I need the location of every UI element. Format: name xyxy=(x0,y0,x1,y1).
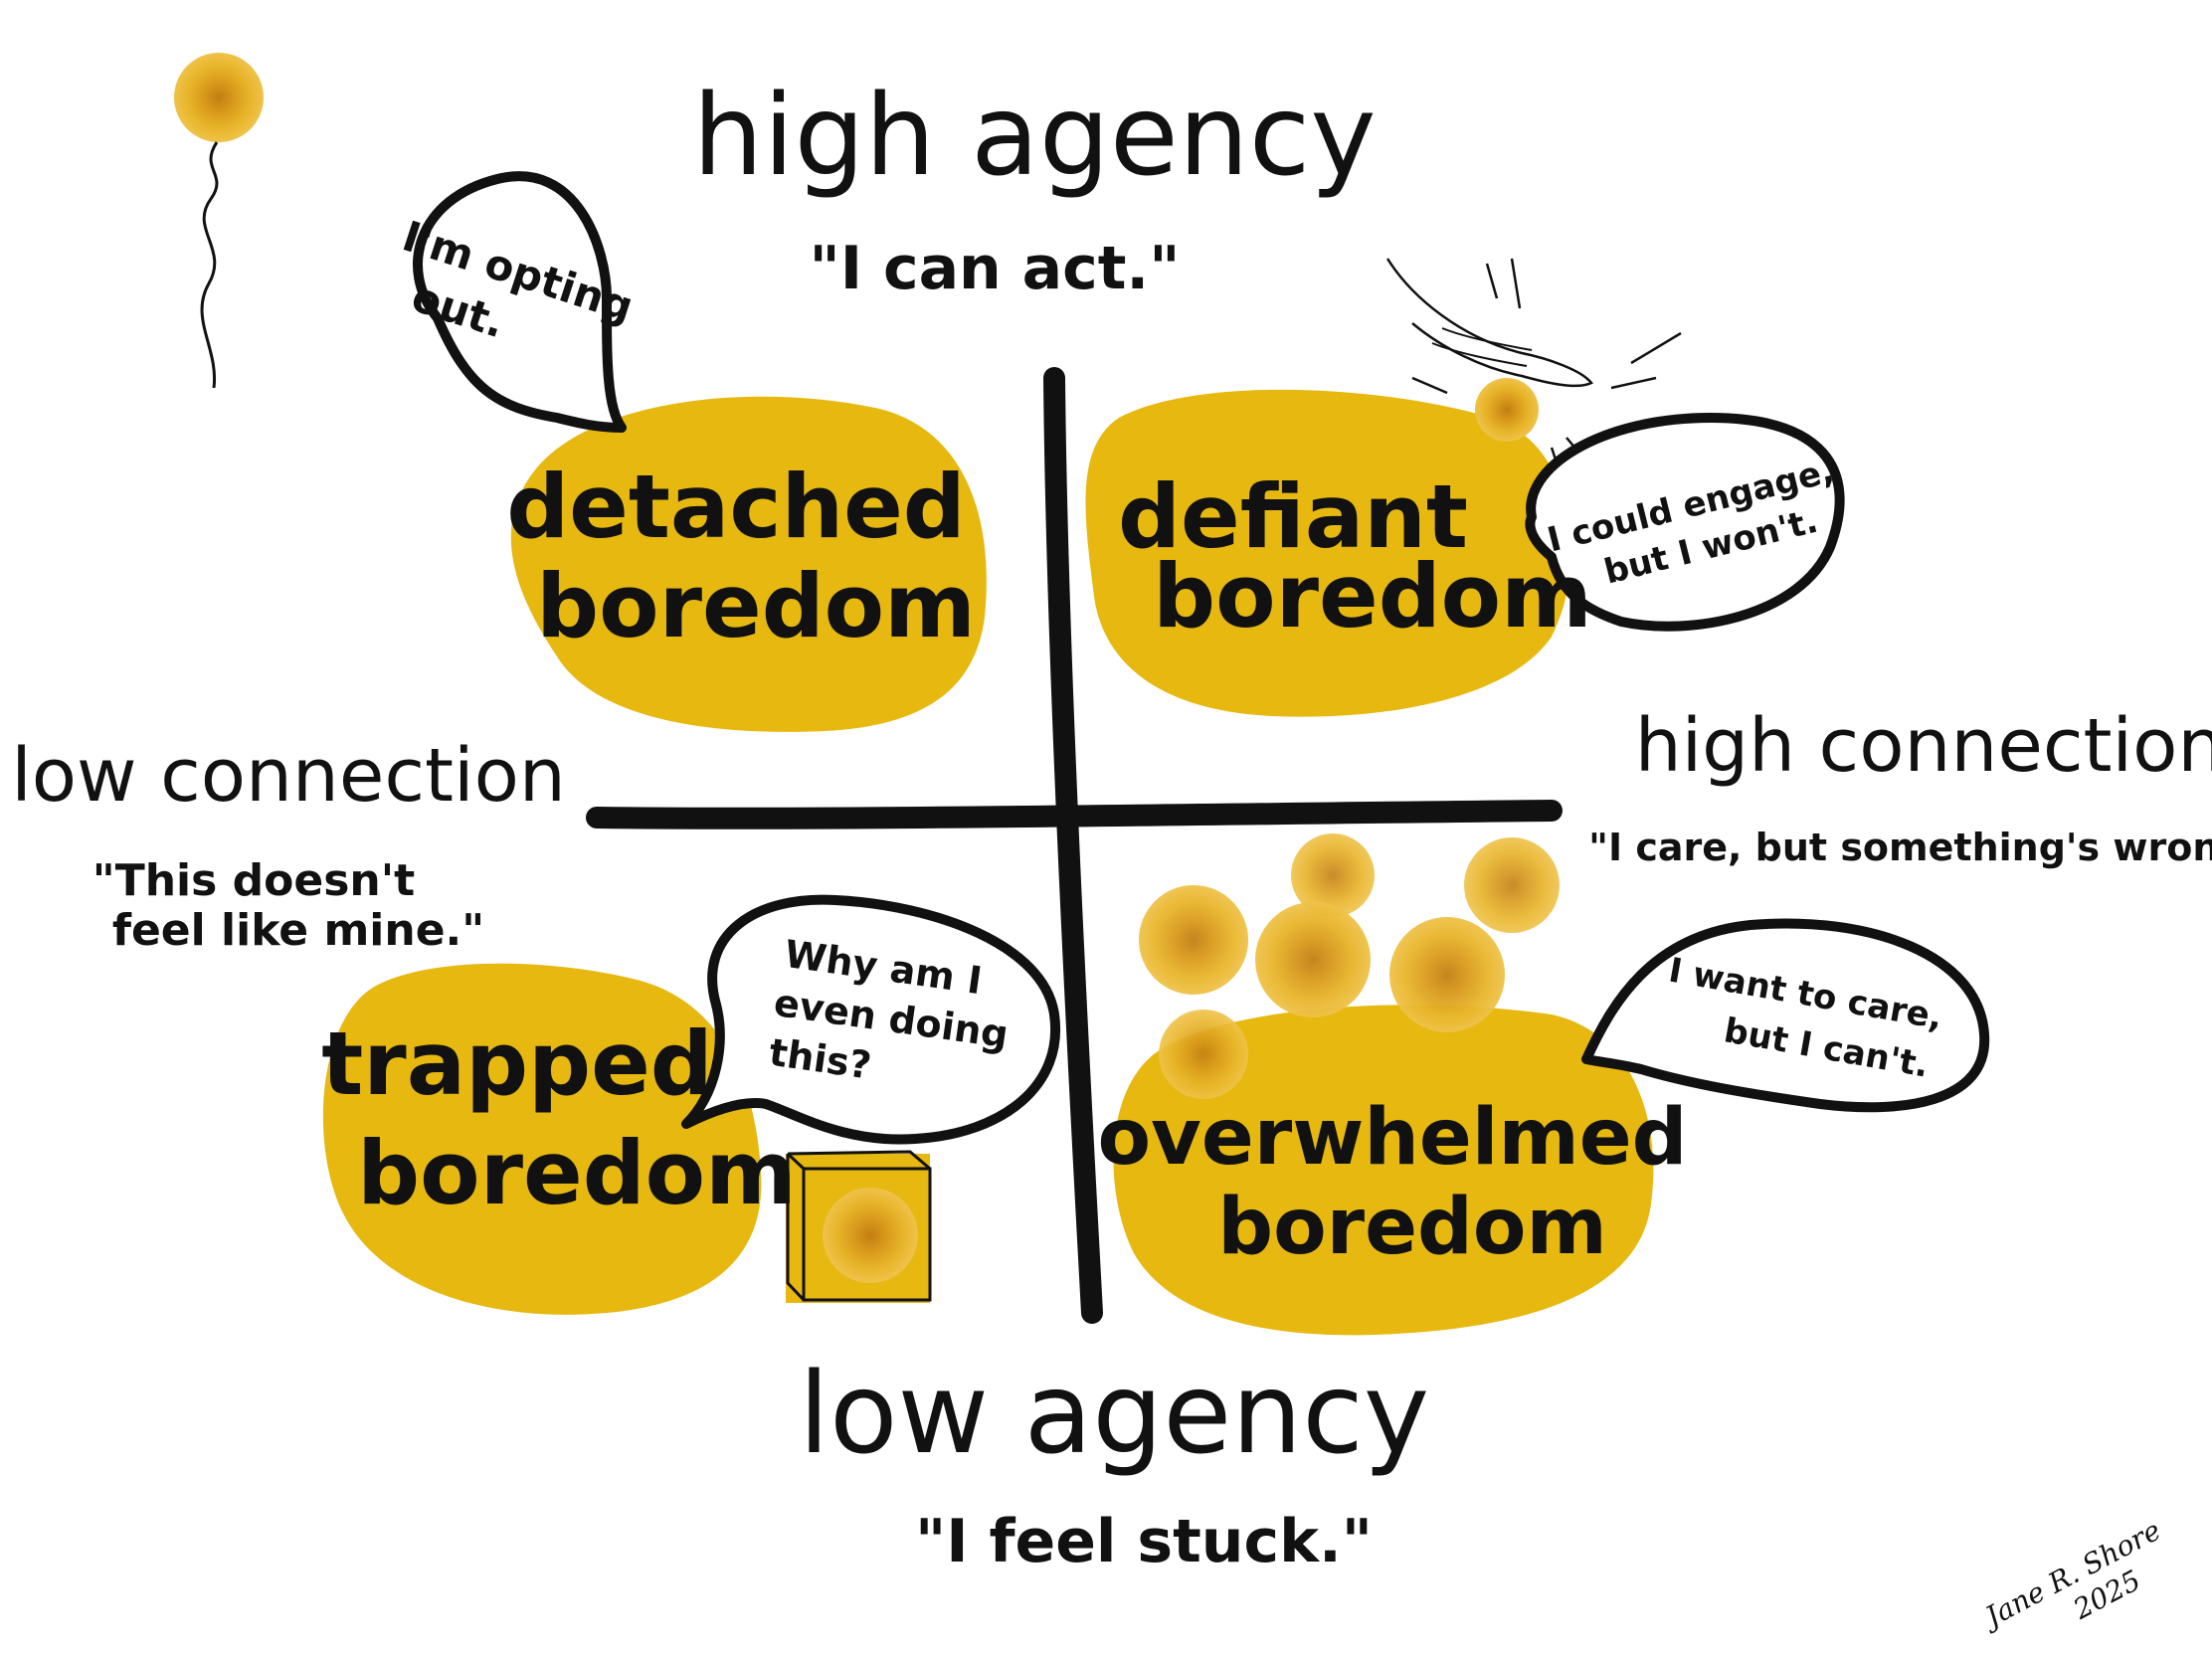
horizontal-axis xyxy=(586,800,1563,830)
left-axis-quote-line2: feel like mine." xyxy=(112,905,484,956)
trapped-label-line1: trapped xyxy=(321,1013,713,1115)
bottom-right-speech-bubble xyxy=(1581,918,1990,1113)
trapped-label-line2: boredom xyxy=(357,1122,797,1224)
bottom-left-speech-bubble xyxy=(681,894,1061,1145)
artist-signature: Jane R. Shore 2025 xyxy=(1975,1514,2166,1636)
top-axis-quote: "I can act." xyxy=(810,234,1181,303)
right-axis-label: high connection xyxy=(1635,703,2212,789)
left-axis-quote-line1: "This doesn't xyxy=(92,855,415,906)
right-axis-quote: "I care, but something's wrong." xyxy=(1588,826,2212,869)
svg-text:Jane R. Shore: Jane R. Shore xyxy=(1975,1514,2166,1636)
overwhelmed-blob xyxy=(1113,1005,1654,1336)
left-axis-label: low connection xyxy=(11,733,566,819)
top-right-speech-bubble xyxy=(1525,413,1845,632)
trapped-blob xyxy=(322,963,762,1315)
defiant-label-line2: boredom xyxy=(1153,545,1592,647)
detached-blob xyxy=(510,396,987,732)
detached-label-line1: detached xyxy=(506,456,966,558)
overwhelmed-label-line1: overwhelmed xyxy=(1097,1093,1687,1183)
overwhelm-dots xyxy=(1139,833,1560,1099)
top-left-speech-bubble xyxy=(413,171,627,433)
balloon-icon xyxy=(174,53,264,389)
bottom-axis-quote: "I feel stuck." xyxy=(915,1507,1373,1576)
defiant-blob xyxy=(1085,389,1571,717)
trapped-box-icon xyxy=(786,1150,932,1303)
vertical-axis xyxy=(1043,367,1103,1324)
bottom-axis-label: low agency xyxy=(799,1350,1429,1479)
top-axis-label: high agency xyxy=(692,72,1376,201)
detached-label-line2: boredom xyxy=(536,555,976,657)
overwhelmed-label-line2: boredom xyxy=(1217,1183,1607,1272)
defiant-label-line1: defiant xyxy=(1118,465,1468,568)
hand-flicking-dot-icon xyxy=(1385,258,1682,478)
